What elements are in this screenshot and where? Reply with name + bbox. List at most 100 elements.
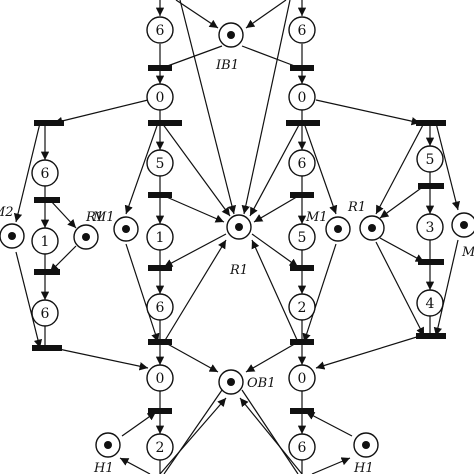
place-text: 0 [298,371,307,387]
arc [245,0,287,29]
place: OB1 [218,369,275,395]
place: 0 [146,364,174,392]
transition-bar [148,265,172,271]
place: R1 [226,214,252,278]
transition-bar [416,333,446,339]
token-dot [334,225,342,233]
arc [241,45,301,69]
arc [124,122,159,215]
place-circle [288,16,316,44]
place-text: 3 [426,220,435,236]
place: 1 [31,227,59,255]
transition-bar [290,65,314,71]
arc [315,335,421,370]
arc [175,0,219,29]
place: IB1 [215,22,244,73]
transition-bar [148,65,172,71]
place-label: M [461,245,474,260]
arc [53,99,149,126]
place-label: R1 [229,263,248,278]
place: H1 [93,432,121,474]
place: 6 [288,149,316,177]
place-text: 1 [41,234,50,250]
place: 2 [146,433,174,461]
transitions [32,65,446,414]
place-text: 4 [426,296,435,312]
place-circle [146,223,174,251]
transition-bar [148,339,172,345]
place: 0 [288,83,316,111]
arc [125,243,160,343]
place-circle [146,433,174,461]
place-label: M1 [92,210,115,225]
place-circle [288,83,316,111]
arcs [13,0,461,474]
transition-bar [34,269,60,275]
arc [239,397,303,474]
place-label: H1 [353,461,374,474]
arc [251,233,299,268]
token-dot [235,223,243,231]
arc [379,237,425,263]
transition-bar [34,197,60,203]
arc [375,122,425,215]
arc [161,45,223,69]
place: R1 [73,210,104,250]
place-circle [146,149,174,177]
transition-bar [418,259,444,265]
place: 5 [288,223,316,251]
transition-bar [290,265,314,271]
arc [13,122,41,223]
place: 4 [416,289,444,317]
arc [311,457,351,474]
place-text: 2 [156,440,165,456]
place: M1 [305,210,351,242]
place: 6 [31,299,59,327]
token-dot [460,221,468,229]
place-circle [416,213,444,241]
token-dot [227,378,235,386]
place: M1 [92,210,139,242]
place-text: 0 [156,90,165,106]
transition-bar [290,408,314,414]
place-circle [31,227,59,255]
token-dot [368,224,376,232]
transition-bar [34,120,64,126]
arc [253,194,301,223]
place: H1 [353,432,379,474]
arc [161,194,225,223]
place-circle [146,364,174,392]
arc [15,251,43,349]
place: R1 [347,200,385,241]
token-dot [227,31,235,39]
place: 5 [146,149,174,177]
transition-bar [290,192,314,198]
transition-bar [286,120,320,126]
place-circle [31,299,59,327]
place-text: 6 [298,23,307,39]
arc [303,122,338,215]
arc [305,411,353,437]
arc [433,239,459,337]
place: 0 [288,364,316,392]
place: 6 [288,433,316,461]
place-text: 6 [298,156,307,172]
arc [315,99,421,126]
place-label: OB1 [247,376,275,391]
place-circle [288,293,316,321]
arc [159,397,227,474]
place-circle [146,293,174,321]
arc [249,122,301,217]
arc [375,241,425,337]
place: M [451,212,474,260]
arc [161,122,231,217]
arc [251,239,299,343]
place-circle [31,159,59,187]
transition-bar [418,183,444,189]
arc [163,389,223,474]
place-text: 1 [156,230,165,246]
token-dot [104,441,112,449]
place-text: 5 [298,230,307,246]
arc [163,233,227,268]
token-dot [8,232,16,240]
